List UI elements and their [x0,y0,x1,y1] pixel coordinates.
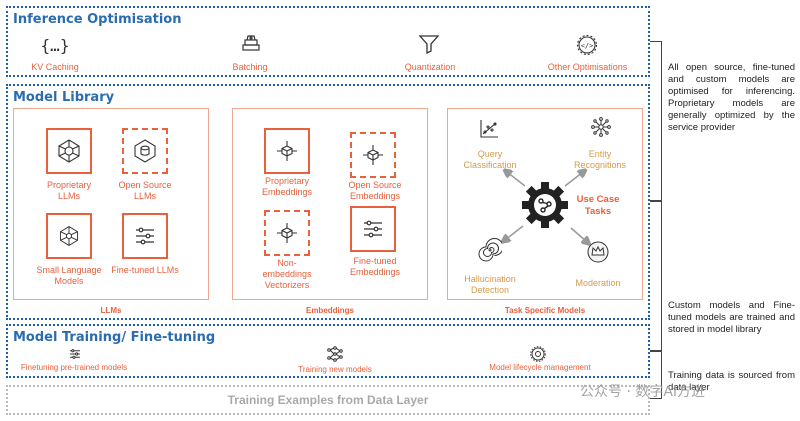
proprietary-llms-label: Proprietary LLMs [46,180,91,201]
arrow-to-entity [564,172,583,187]
task-arrows [447,108,643,300]
embeddings-caption: Embeddings [305,306,354,315]
moderation-label: Moderation [575,278,621,288]
batching-label: Batching [232,62,268,72]
bracket-library [650,201,662,351]
quantization-label: Quantization [404,62,456,72]
inference-section [6,6,650,77]
note-training: Training data is sourced from data layer [668,370,795,393]
llms-caption: LLMs [100,306,122,315]
cube-icon [363,145,383,165]
proprietary-llm-box [46,128,92,174]
spiral-icon [478,238,502,262]
llms-panel [13,108,209,300]
finetuning-pretrained-label: Finetuning pre-trained models [20,363,128,372]
task-specific-panel [447,108,643,300]
proprietary-embeddings-box [264,128,310,174]
gear-code-icon: </> [576,34,598,56]
fine-tuned-embeddings-box [350,206,396,252]
model-library-section [6,84,650,320]
task-specific-caption: Task Specific Models [504,306,586,315]
fine-tuned-llm-box [122,213,168,259]
code-braces-icon: {…} [42,34,68,56]
bracket-training [650,351,662,399]
small-network-icon [59,226,79,246]
arrow-to-query [507,172,526,187]
small-language-models-label: Small Language Models [36,265,102,286]
open-source-llms-label: Open Source LLMs [118,180,172,201]
fine-tuned-embeddings-label: Fine-tuned Embeddings [349,256,401,277]
cube-icon [277,141,297,161]
watermark: 公众号 · 数字AI方进 [580,381,705,401]
filter-icon [418,34,440,54]
hallucination-detection-label: Hallucination Detection [464,274,516,295]
open-source-llm-box [122,128,168,174]
use-case-tasks-text: Use Case Tasks [576,194,620,217]
open-source-embeddings-box [350,132,396,178]
note-library: Custom models and Fine-tuned models are … [668,300,795,335]
finetune-sliders-icon [68,348,82,360]
use-case-tasks-label: Use Case Tasks [573,194,623,218]
bracket-inference [650,41,662,201]
model-lifecycle-label: Model lifecycle management [489,363,591,372]
non-embeddings-vectorizers-label: Non-embeddings Vectorizers [262,258,312,290]
network-icon [58,139,80,163]
arrow-to-hallucination [505,225,524,240]
use-case-gear-icon [520,180,570,230]
open-source-embeddings-label: Open Source Embeddings [348,180,402,201]
proprietary-embeddings-label: Proprietary Embeddings [261,176,313,197]
watermark-text: 公众号 · 数字AI方进 [580,384,706,400]
kv-caching-label: KV Caching [31,62,79,72]
database-network-icon [134,139,156,163]
batching-icon [240,32,262,54]
query-classification-label: Query Classification [463,149,517,170]
svg-text:</>: </> [581,42,594,50]
small-language-model-box [46,213,92,259]
training-network-icon [326,346,344,362]
scatter-chart-icon [478,118,500,140]
arrow-to-moderation [570,227,587,242]
non-embeddings-vectorizers-box [264,210,310,256]
data-layer-title: Training Examples from Data Layer [227,393,429,407]
training-title: Model Training/ Fine-tuning [13,330,216,345]
cube-icon [277,223,297,243]
entity-network-icon [590,116,612,138]
crown-badge-icon [586,240,610,264]
model-library-title: Model Library [13,90,115,105]
entity-recognitions-label: Entity Recognitions [573,149,627,170]
sliders-icon [136,227,154,245]
data-layer-section [6,385,650,415]
note-inference: All open source, fine-tuned and custom m… [668,62,795,133]
sliders-icon [364,220,382,238]
other-optimisations-label: Other Optimisations [547,62,628,72]
inference-title: Inference Optimisation [13,12,182,27]
lifecycle-icon [530,346,546,362]
training-new-models-label: Training new models [298,365,372,374]
training-section [6,324,650,378]
fine-tuned-llms-label: Fine-tuned LLMs [111,265,179,275]
svg-text:{…}: {…} [42,36,68,55]
embeddings-panel [232,108,428,300]
